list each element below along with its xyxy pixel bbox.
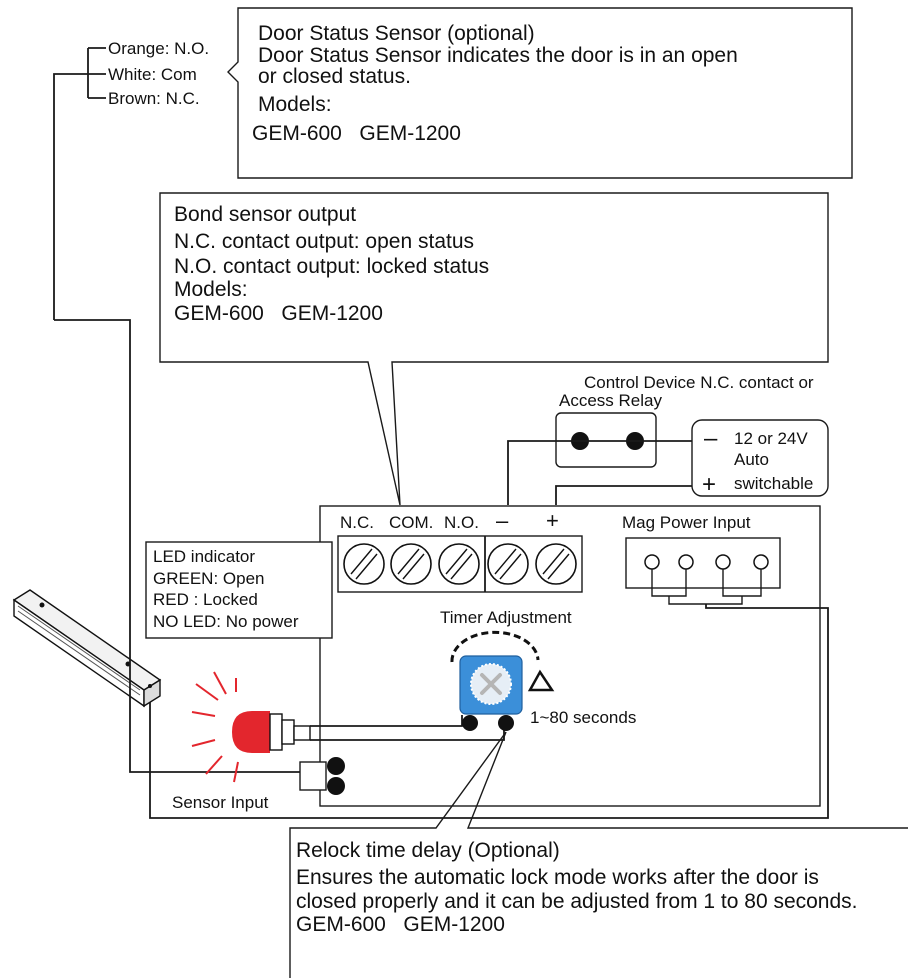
- door-sensor-callout: Door Status Sensor (optional) Door Statu…: [227, 7, 853, 179]
- timer-label: Timer Adjustment: [440, 608, 572, 627]
- relock-line2: closed properly and it can be adjusted f…: [296, 890, 858, 913]
- bond-callout-box: [159, 192, 829, 506]
- relock-title: Relock time delay (Optional): [296, 839, 560, 862]
- led-legend-box: [145, 541, 333, 639]
- timer-dial-slot-icon: [480, 673, 502, 695]
- led-leg: [293, 725, 311, 741]
- relock-callout-outline: [289, 731, 908, 978]
- mag-power-label: Mag Power Input: [622, 513, 751, 532]
- bond-line2: N.O. contact output: locked status: [174, 255, 489, 278]
- sensor-input-label: Sensor Input: [172, 793, 269, 812]
- terminal-label-nc: N.C.: [340, 513, 374, 532]
- led-indicator-legend: LED indicator GREEN: Open RED : Locked N…: [145, 541, 333, 639]
- led-base: [281, 719, 295, 745]
- control-device-line1: Control Device N.C. contact or: [584, 373, 814, 392]
- timer-range: 1~80 seconds: [530, 708, 636, 727]
- bond-line1: N.C. contact output: open status: [174, 230, 474, 253]
- maglock-end: [143, 678, 161, 708]
- maglock-stripes: [17, 605, 141, 696]
- wire-minus-to-relay: [507, 440, 580, 505]
- red-led: [191, 671, 311, 783]
- screw-terminal-no: [438, 543, 480, 585]
- bond-models-label: Models:: [174, 278, 248, 301]
- led-collar: [269, 713, 283, 751]
- mag-pin-1: [644, 554, 660, 570]
- timer-pin-1: [462, 715, 478, 731]
- door-sensor-line2: or closed status.: [258, 65, 411, 88]
- terminal-block: [337, 535, 583, 593]
- power-line2: Auto: [734, 450, 769, 469]
- timer-adjustment: Timer Adjustment 1~80 seconds: [440, 608, 636, 731]
- bond-title: Bond sensor output: [174, 203, 356, 226]
- mag-pin-2: [678, 554, 694, 570]
- sensor-input-pin-2: [327, 777, 345, 795]
- sensor-input-connector: Sensor Input: [172, 757, 345, 812]
- relock-line1: Ensures the automatic lock mode works af…: [296, 866, 819, 889]
- power-supply-box: [691, 419, 829, 497]
- terminal-label-plus: +: [546, 508, 559, 533]
- screw-terminal-plus: [535, 543, 577, 585]
- sensor-wire-lead: [53, 73, 88, 320]
- terminal-label-minus: –: [496, 508, 509, 533]
- screw-terminal-nc: [343, 543, 385, 585]
- led-dome: [232, 711, 270, 753]
- screw-terminal-com: [390, 543, 432, 585]
- relay-box: [555, 412, 657, 468]
- led-legend-none: NO LED: No power: [153, 612, 299, 631]
- terminal-label-no: N.O.: [444, 513, 479, 532]
- door-sensor-line1: Door Status Sensor indicates the door is…: [258, 44, 738, 67]
- power-minus: –: [704, 425, 718, 452]
- control-device-line2: Access Relay: [559, 391, 662, 410]
- timer-arrow-head: [527, 669, 555, 692]
- wire-label-orange: Orange: N.O.: [108, 39, 209, 58]
- wire-plus-to-supply: [555, 485, 692, 505]
- legend-bracket-ticks: [88, 47, 106, 99]
- control-device: Control Device N.C. contact or Access Re…: [555, 373, 814, 468]
- led-legend-green: GREEN: Open: [153, 569, 265, 588]
- power-line3: switchable: [734, 474, 813, 493]
- magnetic-lock: [12, 589, 162, 708]
- door-sensor-models-label: Models:: [258, 93, 332, 116]
- door-sensor-callout-box: [227, 7, 853, 179]
- door-sensor-title: Door Status Sensor (optional): [258, 22, 535, 45]
- relock-callout: Relock time delay (Optional) Ensures the…: [289, 731, 908, 978]
- screw-terminal-minus: [487, 543, 529, 585]
- mag-power-wire: [149, 604, 829, 819]
- door-sensor-models: GEM-600 GEM-1200: [252, 122, 461, 145]
- wire-label-brown: Brown: N.C.: [108, 89, 200, 108]
- mag-pin-4: [753, 554, 769, 570]
- led-legend-red: RED : Locked: [153, 590, 258, 609]
- led-glow-rays: [191, 671, 239, 783]
- mag-power-input: Mag Power Input: [149, 513, 829, 819]
- power-plus: +: [702, 471, 716, 498]
- timer-rotation-arc: [450, 630, 540, 663]
- mag-pin-3: [715, 554, 731, 570]
- timer-pin-2: [498, 715, 514, 731]
- sensor-input-pin-1: [327, 757, 345, 775]
- terminal-block-body: [337, 535, 583, 593]
- maglock-top: [12, 589, 162, 691]
- led-legend-title: LED indicator: [153, 547, 255, 566]
- wire-legend: Orange: N.O. White: Com Brown: N.C.: [53, 39, 209, 320]
- led-wire-top: [310, 715, 463, 727]
- terminal-label-com: COM.: [389, 513, 433, 532]
- power-line1: 12 or 24V: [734, 429, 808, 448]
- relock-models: GEM-600 GEM-1200: [296, 913, 505, 936]
- sensor-input-housing: [299, 761, 327, 791]
- power-supply: – + 12 or 24V Auto switchable: [691, 419, 829, 498]
- bond-sensor-callout: Bond sensor output N.C. contact output: …: [159, 192, 829, 506]
- terminal-labels: N.C. COM. N.O. – +: [340, 508, 559, 533]
- wire-label-white: White: Com: [108, 65, 197, 84]
- door-sensor-wire: [54, 319, 300, 773]
- bond-models: GEM-600 GEM-1200: [174, 302, 383, 325]
